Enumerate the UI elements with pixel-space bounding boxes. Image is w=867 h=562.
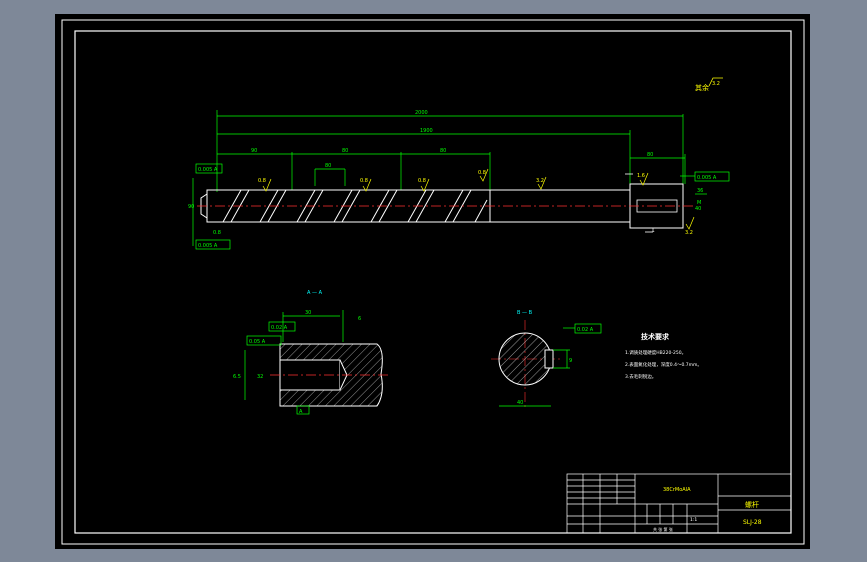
svg-text:A: A <box>299 409 303 415</box>
main-screw-view: 其余 3.2 2000 1900 90 80 80 <box>188 77 730 250</box>
section-b-circle <box>498 332 552 386</box>
inner-border <box>74 30 792 534</box>
svg-text:0.8: 0.8 <box>478 170 486 176</box>
svg-text:90: 90 <box>251 148 257 154</box>
svg-text:6: 6 <box>358 316 361 322</box>
tech-req-line: 2.表面氮化处理，深度0.4～0.7mm。 <box>625 361 702 368</box>
left-tolerance-frames: 0.005 A 0.005 A 90 0.8 <box>188 163 231 250</box>
svg-text:36: 36 <box>697 188 703 194</box>
title-block-part-name: 螺杆 <box>745 500 759 509</box>
roughness-symbol-icon <box>708 77 723 87</box>
svg-text:1900: 1900 <box>420 128 433 134</box>
tech-req-line: 3.去毛刺锐边。 <box>625 373 656 380</box>
svg-text:3.2: 3.2 <box>685 230 693 236</box>
title-block <box>566 473 792 534</box>
svg-text:3.2: 3.2 <box>536 178 544 184</box>
svg-text:M: M <box>697 200 701 206</box>
svg-text:0.8: 0.8 <box>213 230 221 236</box>
svg-text:0.02 A: 0.02 A <box>577 327 594 333</box>
svg-text:9: 9 <box>569 358 572 364</box>
svg-text:40: 40 <box>695 206 701 212</box>
svg-text:0.005 A: 0.005 A <box>198 243 218 249</box>
section-b-view: B — B 9 0.02 A 40 <box>491 310 602 410</box>
svg-text:40: 40 <box>517 400 523 406</box>
dim-overall-text: 2000 <box>415 110 428 116</box>
svg-text:30: 30 <box>305 310 311 316</box>
title-block-sheet-info: 共 张 第 张 <box>653 526 673 532</box>
tech-req-title: 技术要求 <box>641 332 670 341</box>
svg-text:0.005 A: 0.005 A <box>198 167 218 173</box>
technical-requirements: 技术要求 1.调质处理硬度HB220-250。 2.表面氮化处理，深度0.4～0… <box>625 332 702 380</box>
svg-text:80: 80 <box>342 148 348 154</box>
svg-text:80: 80 <box>647 152 653 158</box>
section-b-label: B — B <box>517 310 533 316</box>
svg-text:0.8: 0.8 <box>360 178 368 184</box>
view-label-t: 1 <box>651 227 655 234</box>
drawing-canvas: 其余 3.2 2000 1900 90 80 80 <box>61 19 805 545</box>
svg-text:80: 80 <box>440 148 446 154</box>
title-block-material: 38CrMoAlA <box>663 487 691 493</box>
section-a-label: A — A <box>307 290 323 296</box>
svg-text:0.05 A: 0.05 A <box>249 339 266 345</box>
tech-req-line: 1.调质处理硬度HB220-250。 <box>625 349 686 356</box>
roughness-note-value: 3.2 <box>712 81 720 87</box>
section-b-keyway <box>544 349 554 369</box>
outer-border <box>61 19 805 545</box>
svg-text:0.005 A: 0.005 A <box>697 175 717 181</box>
svg-text:6.5: 6.5 <box>233 374 241 380</box>
title-block-scale: 1:1 <box>690 517 697 523</box>
drawing-sheet: 其余 3.2 2000 1900 90 80 80 <box>55 14 810 549</box>
svg-text:80: 80 <box>325 163 331 169</box>
right-tolerance-frames: 0.005 A 36 40 M 80 1 <box>625 152 730 234</box>
svg-text:90: 90 <box>188 204 194 210</box>
roughness-marks: 0.8 0.8 0.8 0.8 3.2 1.6 3.2 <box>258 168 695 236</box>
title-block-drawing-no: SLJ-28 <box>743 519 762 526</box>
svg-text:0.8: 0.8 <box>258 178 266 184</box>
roughness-note: 其余 <box>695 83 709 92</box>
svg-text:1.6: 1.6 <box>637 173 645 179</box>
section-a-view: A — A 30 6 0.02 A <box>233 290 390 415</box>
svg-text:32: 32 <box>257 374 263 380</box>
svg-text:0.8: 0.8 <box>418 178 426 184</box>
svg-text:0.02 A: 0.02 A <box>271 325 288 331</box>
